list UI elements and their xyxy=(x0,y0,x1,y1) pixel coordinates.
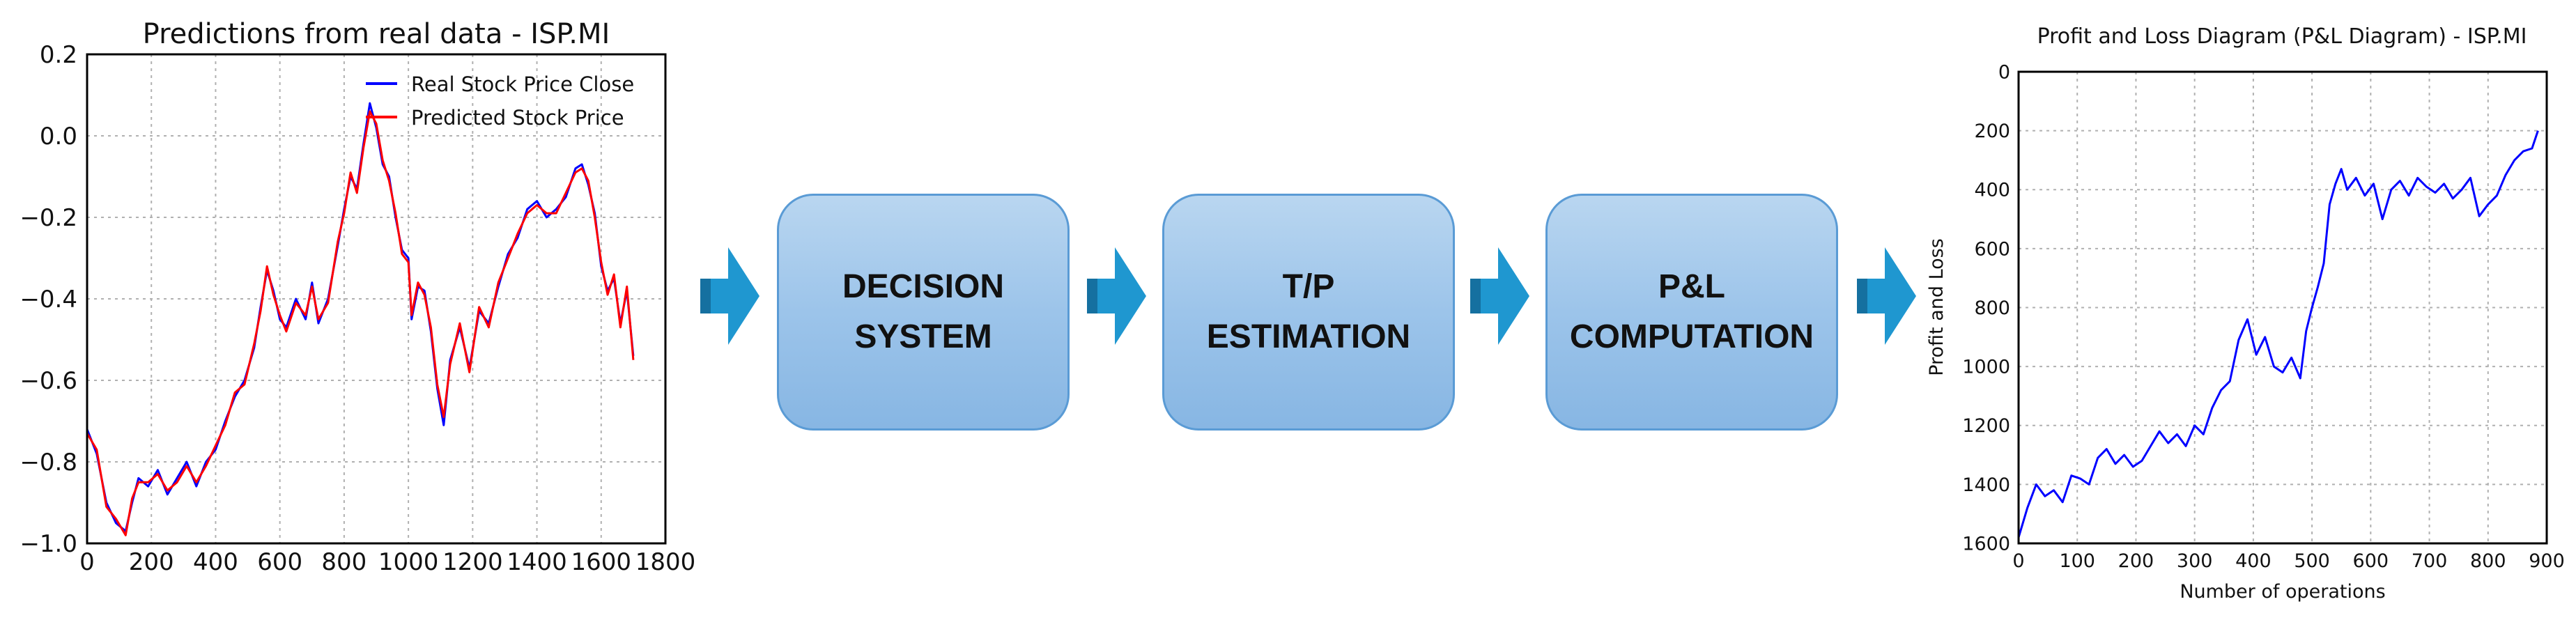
y-tick-labels: 0 200 400 600 800 1000 1200 1400 1600 xyxy=(1962,61,2010,555)
pnl-chart: Profit and Loss Diagram (P&L Diagram) - … xyxy=(1926,24,2565,603)
y-tick-label: 1600 xyxy=(1962,533,2010,555)
x-tick-label: 800 xyxy=(2470,550,2506,572)
x-tick-label: 500 xyxy=(2294,550,2330,572)
box-line: ESTIMATION xyxy=(1206,318,1411,355)
y-tick-label: 200 xyxy=(1974,121,2010,142)
pl-computation-box: P&L COMPUTATION xyxy=(1545,194,1838,431)
x-tick-label: 1400 xyxy=(507,548,567,576)
y-tick-label: 0.0 xyxy=(40,123,77,150)
plot-frame xyxy=(2017,70,2548,545)
x-tick-label: 0 xyxy=(2012,550,2024,572)
x-tick-label: 200 xyxy=(129,548,174,576)
y-tick-label: 800 xyxy=(1974,297,2010,319)
x-axis-label: Number of operations xyxy=(2180,581,2385,603)
y-tick-labels: 0.2 0.0 −0.2 −0.4 −0.6 −0.8 −1.0 xyxy=(20,41,77,558)
box-line: T/P xyxy=(1282,268,1335,305)
legend: Real Stock Price Close Predicted Stock P… xyxy=(366,72,634,130)
y-tick-label: −0.8 xyxy=(20,449,77,476)
y-tick-label: 600 xyxy=(1974,238,2010,260)
y-axis-label: Profit and Loss xyxy=(1926,238,1948,376)
series-group xyxy=(86,102,635,536)
box-line: COMPUTATION xyxy=(1569,318,1814,355)
x-tick-label: 1800 xyxy=(635,548,696,576)
y-tick-label: 1000 xyxy=(1962,357,2010,378)
predictions-chart: Predictions from real data - ISP.MI 0 200… xyxy=(20,18,695,576)
x-tick-label: 1000 xyxy=(378,548,439,576)
x-tick-label: 200 xyxy=(2118,550,2154,572)
box-line: DECISION xyxy=(842,268,1005,305)
arrow-right-icon xyxy=(1470,247,1529,345)
series-group xyxy=(2017,130,2539,538)
arrow-right-icon xyxy=(1857,247,1916,345)
chart-title: Predictions from real data - ISP.MI xyxy=(143,18,610,50)
x-tick-label: 600 xyxy=(257,548,302,576)
x-tick-label: 1600 xyxy=(571,548,632,576)
series-line xyxy=(86,110,635,536)
x-tick-label: 0 xyxy=(79,548,95,576)
x-tick-label: 800 xyxy=(321,548,367,576)
arrow-right-icon xyxy=(700,247,759,345)
box-line: SYSTEM xyxy=(854,318,992,355)
x-tick-label: 400 xyxy=(2235,550,2272,572)
y-tick-label: 1400 xyxy=(1962,474,2010,496)
y-tick-label: −0.2 xyxy=(20,204,77,232)
legend-label-real: Real Stock Price Close xyxy=(411,72,634,96)
decision-system-box: DECISION SYSTEM xyxy=(777,194,1070,431)
y-tick-label: 1200 xyxy=(1962,415,2010,437)
tp-estimation-box: T/P ESTIMATION xyxy=(1162,194,1455,431)
series-line xyxy=(2017,130,2539,538)
arrow-right-icon xyxy=(1087,247,1146,345)
x-tick-label: 700 xyxy=(2412,550,2448,572)
box-line: P&L xyxy=(1658,268,1725,305)
x-tick-label: 400 xyxy=(193,548,238,576)
y-tick-label: −0.6 xyxy=(20,367,77,395)
x-tick-labels: 0 100 200 300 400 500 600 700 800 900 xyxy=(2012,550,2564,572)
x-tick-label: 300 xyxy=(2177,550,2213,572)
y-tick-label: −0.4 xyxy=(20,286,77,313)
plot-frame xyxy=(86,53,667,545)
y-tick-label: −1.0 xyxy=(20,530,77,558)
x-tick-label: 900 xyxy=(2529,550,2565,572)
chart-title: Profit and Loss Diagram (P&L Diagram) - … xyxy=(2037,24,2527,49)
x-tick-label: 600 xyxy=(2353,550,2389,572)
y-tick-label: 400 xyxy=(1974,180,2010,201)
y-tick-label: 0 xyxy=(1998,61,2010,83)
legend-label-predicted: Predicted Stock Price xyxy=(411,106,624,130)
x-tick-label: 100 xyxy=(2059,550,2095,572)
grid xyxy=(2018,71,2547,544)
y-tick-label: 0.2 xyxy=(40,41,77,69)
x-tick-label: 1200 xyxy=(442,548,503,576)
